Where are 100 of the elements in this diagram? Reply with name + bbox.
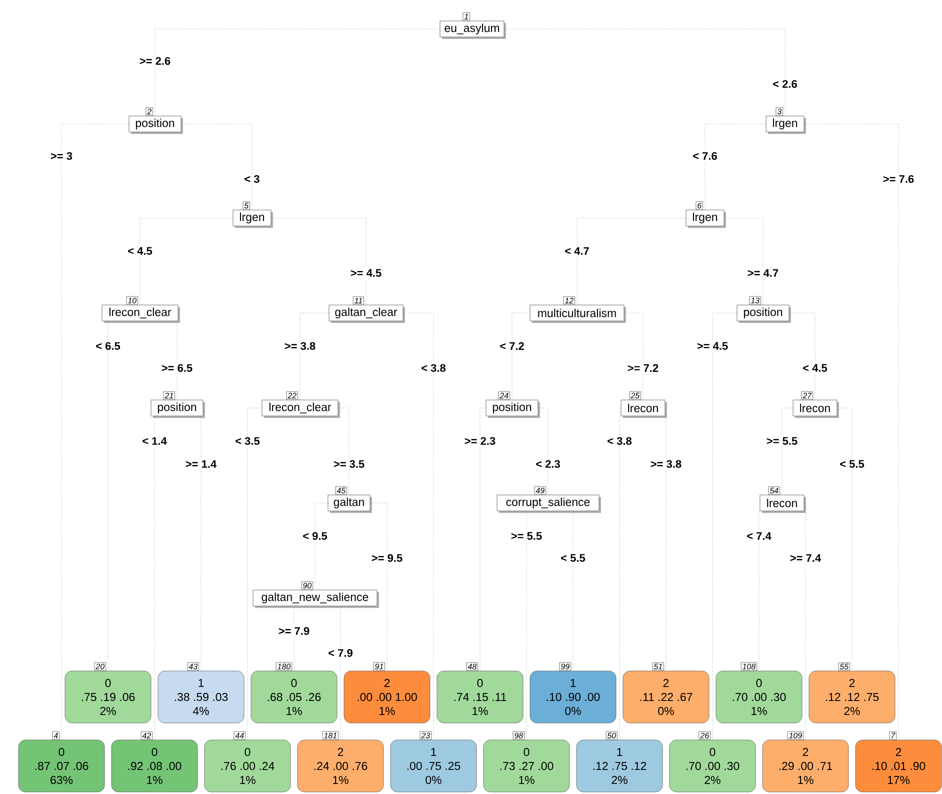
node-number-tag: 43 [187,662,199,671]
node-number-tag: 109 [787,731,804,740]
connector [619,408,622,740]
node-number-tag: 42 [140,731,152,740]
connector [576,218,686,306]
connector [270,218,366,306]
connector [782,408,794,496]
edge-label: < 7.2 [498,340,526,352]
edge-label: >= 7.2 [626,362,660,374]
edge-label: >= 9.5 [370,552,404,564]
leaf-box: 0 .73 .27 .00 1% [483,740,570,792]
edge-label: >= 3.8 [282,340,318,352]
edge-label: >= 5.5 [509,530,544,542]
node-number-tag: 10 [126,296,138,305]
leaf-box: 1 .12 .75 .12 2% [576,740,663,792]
node-number-tag: 4 [52,731,60,740]
node-number-tag: 20 [94,662,106,671]
edge-label: < 3.8 [420,362,448,374]
connector [724,218,764,306]
connector [154,28,440,116]
connector [788,312,816,400]
node-number-tag: 51 [652,662,664,671]
edge-label: < 6.5 [94,340,122,352]
edge-label: >= 4.5 [695,340,730,352]
connector [804,502,806,740]
connector [624,312,644,400]
node-number-tag: 44 [234,731,246,740]
leaf-box: 1 .10 .90 .00 0% [530,670,616,724]
node-number-tag: 180 [276,662,292,671]
edge-label: >= 2.6 [138,56,172,66]
leaf-box: 2 .12 .12 .75 2% [808,670,896,724]
edge-label: >= 1.4 [184,458,218,470]
leaf-box: 0 .87 .07 .06 63% [18,740,105,792]
node-number-tag: 23 [420,731,432,740]
node-number-tag: 22 [286,391,298,400]
edge-label: < 2.6 [771,78,799,90]
connector [61,124,130,740]
node-number-tag: 24 [498,391,510,400]
connector [314,502,328,590]
connector [176,320,178,400]
split-box: eu_asylum [440,20,506,39]
edge-label: >= 4.7 [746,268,780,278]
connector [180,124,252,210]
leaf-box: 1 .00 .75 .25 0% [390,740,477,792]
connector [247,408,262,740]
node-number-tag: 26 [698,731,710,740]
edge-label: < 7.6 [691,150,719,162]
edge-label: < 7.4 [745,530,773,542]
edge-label: < 5.5 [838,458,866,470]
edge-label: >= 3.5 [332,458,366,470]
leaf-box: 0 .92 .08 .00 1% [111,740,198,792]
edge-label: < 9.5 [301,530,329,542]
connector [140,218,234,306]
leaf-box: 0 .74 .15 .11 1% [436,670,524,724]
node-number-tag: 13 [749,296,761,305]
edge-label: < 4.5 [801,362,829,374]
edge-label: >= 5.5 [764,436,800,446]
node-number-tag: 49 [534,486,546,495]
leaf-box: 2 .10 .01 .90 17% [855,740,942,792]
node-number-tag: 7 [889,731,896,740]
node-number-tag: 91 [373,662,385,671]
edge-label: < 7.9 [326,648,354,658]
connector [338,408,350,496]
connector [712,312,738,740]
edge-label: >= 7.6 [881,174,916,184]
connector [480,408,486,672]
leaf-box: 2 .29 .00 .71 1% [762,740,849,792]
connector [504,28,786,116]
node-number-tag: 12 [563,296,575,305]
edge-label: >= 7.4 [788,552,823,564]
connector [704,124,766,210]
connector [512,312,530,400]
node-number-tag: 108 [740,662,757,671]
leaf-box: 0 .75 .19 .06 2% [64,670,152,724]
leaf-box: 2 .24 .00 .76 1% [297,740,384,792]
leaf-box: 2 .00 .00 1.00 1% [344,670,430,724]
node-number-tag: 50 [606,731,618,740]
edge-label: < 2.3 [534,458,562,470]
edge-label: < 1.4 [140,436,168,446]
edge-label: >= 4.5 [348,268,384,278]
edge-label: >= 3 [49,150,74,162]
node-number-tag: 48 [466,662,478,671]
edge-label: < 4.7 [563,246,591,256]
leaf-box: 0 .68 .05 .26 1% [250,670,338,724]
leaf-box: 2 .11 .22 .67 0% [622,670,710,724]
edge-label: < 5.5 [559,552,587,564]
node-number-tag: 21 [163,391,175,400]
leaf-box: 0 .76 .00 .24 1% [204,740,291,792]
leaf-box: 1 .38 .59 .03 4% [158,670,244,724]
connector [804,124,899,740]
node-number-tag: 55 [838,662,850,671]
node-number-tag: 11 [352,296,364,305]
node-number-tag: 5 [242,201,250,210]
node-number-tag: 90 [301,581,313,590]
node-number-tag: 99 [559,662,571,671]
node-number-tag: 2 [146,107,153,116]
edge-label: >= 3.8 [648,458,684,470]
connector [836,408,852,672]
node-number-tag: 54 [768,486,780,495]
connector [370,502,388,672]
